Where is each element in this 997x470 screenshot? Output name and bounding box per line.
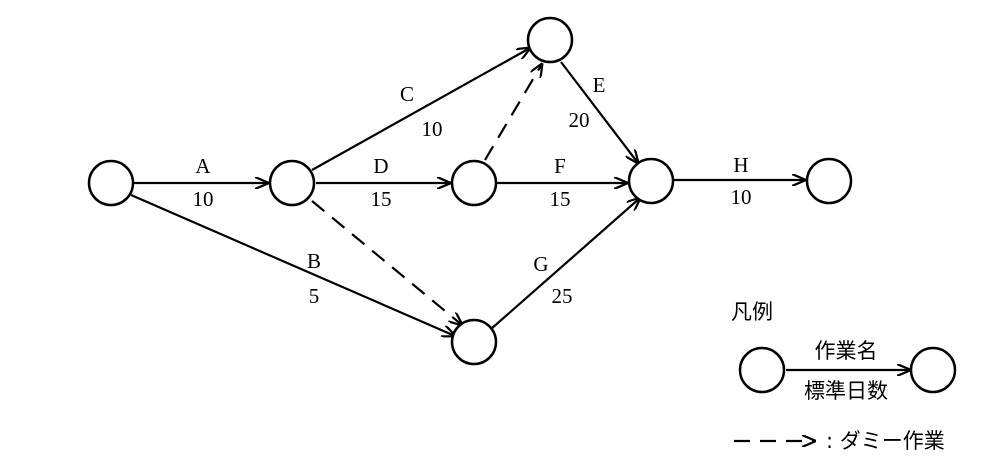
duration-F: 15: [550, 187, 571, 211]
legend-end-node: [909, 346, 957, 394]
edge-dummy-1: [484, 64, 542, 161]
legend-standard-days: 標準日数: [804, 379, 888, 403]
legend-dummy-label: : ダミー作業: [826, 429, 945, 453]
edge-C: [311, 48, 530, 171]
node-6: [627, 157, 675, 205]
label-C: C: [400, 82, 414, 106]
node-7: [805, 157, 853, 205]
label-A: A: [195, 154, 211, 178]
label-B: B: [307, 249, 321, 273]
label-D: D: [373, 154, 388, 178]
legend-start-node: [738, 346, 786, 394]
duration-B: 5: [309, 284, 320, 308]
node-2: [268, 159, 316, 207]
edge-dummy-2: [311, 200, 462, 325]
node-5: [450, 318, 498, 366]
duration-H: 10: [731, 185, 752, 209]
edge-G: [490, 198, 640, 330]
duration-D: 15: [371, 187, 392, 211]
duration-A: 10: [193, 187, 214, 211]
legend: 凡例 作業名 標準日数 : ダミー作業: [731, 300, 957, 453]
duration-E: 20: [569, 108, 590, 132]
label-E: E: [593, 73, 606, 97]
label-H: H: [733, 153, 748, 177]
label-G: G: [533, 252, 548, 276]
duration-G: 25: [552, 284, 573, 308]
duration-C: 10: [422, 117, 443, 141]
node-1: [87, 159, 135, 207]
edge-B: [130, 193, 455, 336]
node-3: [526, 16, 574, 64]
legend-title: 凡例: [731, 300, 773, 324]
node-4: [450, 159, 498, 207]
label-F: F: [554, 154, 566, 178]
legend-activity-name: 作業名: [815, 339, 878, 363]
edge-E: [560, 61, 638, 163]
